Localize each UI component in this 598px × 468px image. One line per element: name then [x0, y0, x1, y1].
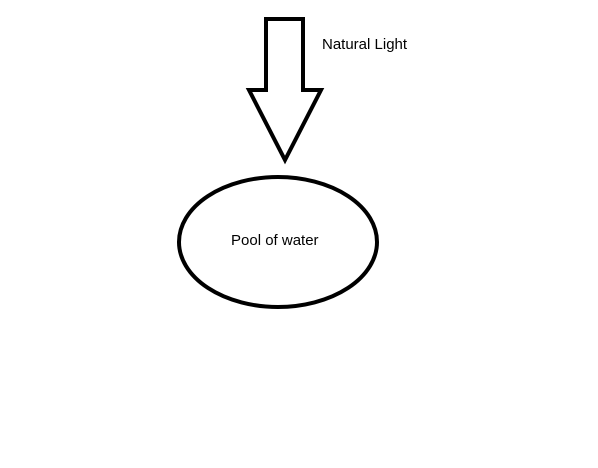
pool-ellipse [177, 175, 379, 309]
pool-of-water-label: Pool of water [231, 232, 319, 249]
down-arrow-icon [245, 17, 325, 165]
natural-light-label: Natural Light [322, 36, 408, 53]
